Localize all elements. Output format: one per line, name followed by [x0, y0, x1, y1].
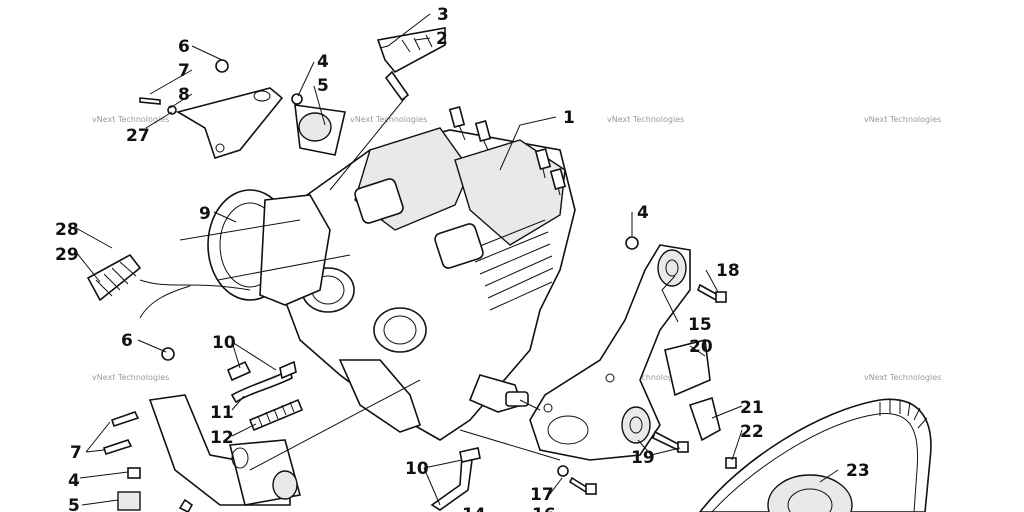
hose-clamps [86, 253, 251, 319]
callout-11: 11 [210, 403, 234, 423]
callout-9: 9 [199, 204, 211, 224]
callout-4-lower: 4 [68, 471, 80, 491]
watermark-4: vNext Technologies [864, 115, 941, 124]
callout-8: 8 [178, 85, 190, 105]
drive-clutch [698, 398, 932, 512]
callout-14: 14 [462, 505, 486, 512]
watermark-5: vNext Technologies [92, 373, 169, 382]
callout-3: 3 [437, 5, 449, 25]
callout-22: 22 [740, 422, 764, 442]
rear-mount-plate [529, 244, 691, 461]
hoses-left [226, 360, 304, 432]
callout-6-lower: 6 [121, 331, 133, 351]
callout-23: 23 [846, 461, 870, 481]
callout-12: 12 [210, 428, 234, 448]
watermark-7: vNext Technologies [607, 373, 684, 382]
callout-27: 27 [126, 126, 150, 146]
callout-17: 17 [530, 485, 554, 505]
callout-labels: 1 2 3 4 4 4 5 5 6 6 7 7 8 9 10 10 11 12 … [55, 5, 870, 512]
watermark-1: vNext Technologies [92, 115, 169, 124]
callout-16: 16 [532, 505, 556, 512]
right-hardware [557, 236, 737, 495]
callout-4-right: 4 [637, 203, 649, 223]
leader-lines [75, 13, 839, 506]
callout-4-top: 4 [317, 52, 329, 72]
callout-18: 18 [716, 261, 740, 281]
callout-5-top: 5 [317, 76, 329, 96]
callout-7-top: 7 [178, 61, 190, 81]
rear-bracket [102, 347, 302, 512]
callout-19: 19 [631, 448, 655, 468]
front-bracket [139, 59, 284, 160]
watermark-8: vNext Technologies [864, 373, 941, 382]
callout-5-lower: 5 [68, 496, 80, 512]
starter-handle [329, 27, 446, 191]
engine-mount-top [291, 93, 346, 156]
callout-28: 28 [55, 220, 79, 240]
callout-29: 29 [55, 245, 79, 265]
callout-10-bottom: 10 [405, 459, 429, 479]
callout-15: 15 [688, 315, 712, 335]
engine-assembly [207, 106, 576, 441]
watermark-2: vNext Technologies [350, 115, 427, 124]
callout-21: 21 [740, 398, 764, 418]
watermark-3: vNext Technologies [607, 115, 684, 124]
callout-20: 20 [689, 337, 713, 357]
callout-6-top: 6 [178, 37, 190, 57]
callout-2: 2 [436, 29, 448, 49]
callout-7-lower: 7 [70, 443, 82, 463]
callout-10-left: 10 [212, 333, 236, 353]
hoses-bottom [430, 447, 481, 511]
callout-1: 1 [563, 108, 575, 128]
